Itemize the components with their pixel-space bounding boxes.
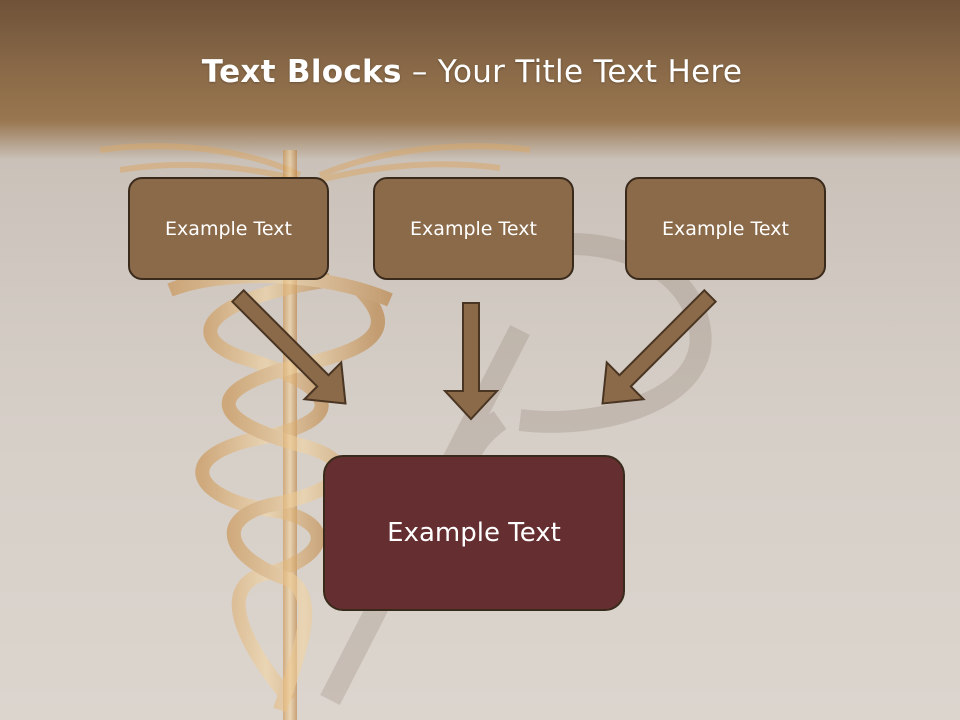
text-block-2-label: Example Text <box>410 217 537 240</box>
slide-title: Text Blocks – Your Title Text Here <box>0 54 944 90</box>
main-text-block-label: Example Text <box>387 518 561 548</box>
text-block-2[interactable]: Example Text <box>373 177 574 280</box>
title-rest: Your Title Text Here <box>437 54 743 90</box>
arrow-down-right-icon <box>230 288 347 405</box>
title-dash: – <box>401 54 438 90</box>
text-block-1[interactable]: Example Text <box>128 177 329 280</box>
arrow-down-icon <box>442 302 500 421</box>
title-bold: Text Blocks <box>201 54 402 90</box>
header-band <box>0 0 960 160</box>
main-text-block[interactable]: Example Text <box>323 455 625 611</box>
text-block-3-label: Example Text <box>662 217 789 240</box>
text-block-3[interactable]: Example Text <box>625 177 826 280</box>
arrow-down-left-icon <box>601 288 718 405</box>
text-block-1-label: Example Text <box>165 217 292 240</box>
